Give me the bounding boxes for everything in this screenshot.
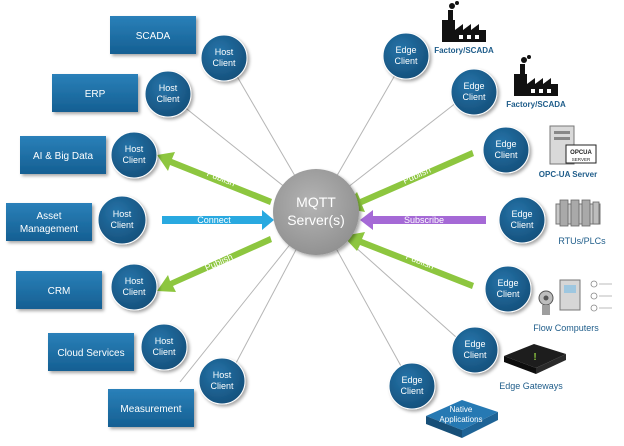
svg-text:Client: Client [494, 150, 518, 160]
subscribe-label: Subscribe [404, 215, 444, 225]
host-client-measurement[interactable]: Host Client [198, 357, 246, 405]
svg-text:Cloud Services: Cloud Services [57, 348, 124, 359]
svg-text:Client: Client [152, 347, 176, 357]
svg-text:Client: Client [156, 94, 180, 104]
svg-text:Client: Client [394, 56, 418, 66]
svg-text:AI & Big Data: AI & Big Data [33, 151, 93, 162]
server-label-line2: Server(s) [287, 212, 345, 228]
native-app-icon: Native Applications [426, 400, 498, 438]
system-box-cloud-services[interactable]: Cloud Services [48, 333, 134, 371]
publish-label: Publish [401, 165, 432, 186]
publish-label: Publish [203, 252, 234, 273]
svg-text:Edge: Edge [401, 375, 422, 385]
svg-text:Host: Host [215, 47, 234, 57]
device-label-factory-1: Factory/SCADA [434, 46, 494, 55]
edge-gateway-icon: ! [504, 344, 566, 374]
svg-text:Native: Native [450, 405, 473, 414]
plc-icon [555, 199, 601, 227]
factory-icon [514, 55, 558, 96]
svg-text:Applications: Applications [439, 415, 482, 424]
host-client-scada[interactable]: Host Client [200, 34, 248, 82]
svg-text:!: ! [533, 352, 536, 363]
system-box-asset-management[interactable]: Asset Management [6, 203, 92, 241]
svg-text:Edge: Edge [497, 278, 518, 288]
svg-text:Client: Client [212, 58, 236, 68]
publish-arrow-edge-top: Publish [343, 150, 474, 212]
edge-client-opcua[interactable]: Edge Client [482, 126, 530, 174]
host-client-cloud-services[interactable]: Host Client [140, 323, 188, 371]
publish-arrow-edge-bottom: Publish [343, 232, 474, 289]
svg-text:Client: Client [210, 381, 234, 391]
svg-text:Client: Client [463, 350, 487, 360]
flow-computer-icon [538, 279, 612, 315]
svg-text:Asset: Asset [36, 211, 61, 222]
svg-text:Host: Host [159, 83, 178, 93]
publish-arrow-host-top: Publish [157, 152, 272, 205]
svg-text:Measurement: Measurement [120, 404, 181, 415]
edge-client-factory-1[interactable]: Edge Client [382, 32, 430, 80]
svg-text:Host: Host [125, 144, 144, 154]
edge-client-rtus[interactable]: Edge Client [498, 196, 546, 244]
svg-text:Host: Host [213, 370, 232, 380]
device-label-flow-computers: Flow Computers [533, 323, 599, 333]
host-client-erp[interactable]: Host Client [144, 70, 192, 118]
svg-text:Host: Host [155, 336, 174, 346]
svg-text:Edge: Edge [511, 209, 532, 219]
device-label-rtus: RTUs/PLCs [558, 236, 606, 246]
svg-text:Client: Client [510, 220, 534, 230]
svg-text:Host: Host [125, 276, 144, 286]
svg-text:CRM: CRM [48, 286, 71, 297]
svg-text:Client: Client [110, 220, 134, 230]
subscribe-arrow: Subscribe [360, 210, 486, 230]
svg-text:Host: Host [113, 209, 132, 219]
svg-text:ERP: ERP [85, 89, 106, 100]
svg-text:Client: Client [462, 92, 486, 102]
device-label-opcua: OPC-UA Server [539, 170, 597, 179]
svg-text:SERVER: SERVER [572, 157, 591, 162]
edge-client-factory-2[interactable]: Edge Client [450, 68, 498, 116]
svg-text:Edge: Edge [463, 81, 484, 91]
publish-arrow-host-bottom: Publish [157, 236, 272, 292]
system-box-crm[interactable]: CRM [16, 271, 102, 309]
system-box-ai-big-data[interactable]: AI & Big Data [20, 136, 106, 174]
svg-text:Client: Client [122, 287, 146, 297]
svg-text:SCADA: SCADA [136, 31, 171, 42]
svg-text:Management: Management [20, 224, 79, 235]
device-label-edge-gateways: Edge Gateways [499, 381, 563, 391]
server-label-line1: MQTT [296, 194, 336, 210]
svg-text:Edge: Edge [495, 139, 516, 149]
svg-text:Client: Client [400, 386, 424, 396]
connect-arrow: Connect [162, 210, 274, 230]
host-client-asset-management[interactable]: Host Client [97, 195, 147, 245]
system-box-scada[interactable]: SCADA [110, 16, 196, 54]
svg-text:Edge: Edge [464, 339, 485, 349]
system-box-erp[interactable]: ERP [52, 74, 138, 112]
svg-text:OPCUA: OPCUA [570, 150, 592, 156]
svg-text:Client: Client [496, 289, 520, 299]
host-client-crm[interactable]: Host Client [110, 263, 158, 311]
device-label-factory-2: Factory/SCADA [506, 100, 566, 109]
system-box-measurement[interactable]: Measurement [108, 389, 194, 427]
svg-text:Edge: Edge [395, 45, 416, 55]
mqtt-server[interactable]: MQTT Server(s) [273, 169, 359, 255]
edge-client-edge-gateways[interactable]: Edge Client [451, 326, 499, 374]
connect-label: Connect [197, 215, 231, 225]
edge-client-flow-computers[interactable]: Edge Client [484, 265, 532, 313]
factory-icon [442, 1, 486, 42]
svg-text:Client: Client [122, 155, 146, 165]
host-client-ai-big-data[interactable]: Host Client [110, 131, 158, 179]
edge-client-native-applications[interactable]: Edge Client [388, 362, 436, 410]
opcua-server-icon: OPCUA SERVER [549, 125, 597, 165]
